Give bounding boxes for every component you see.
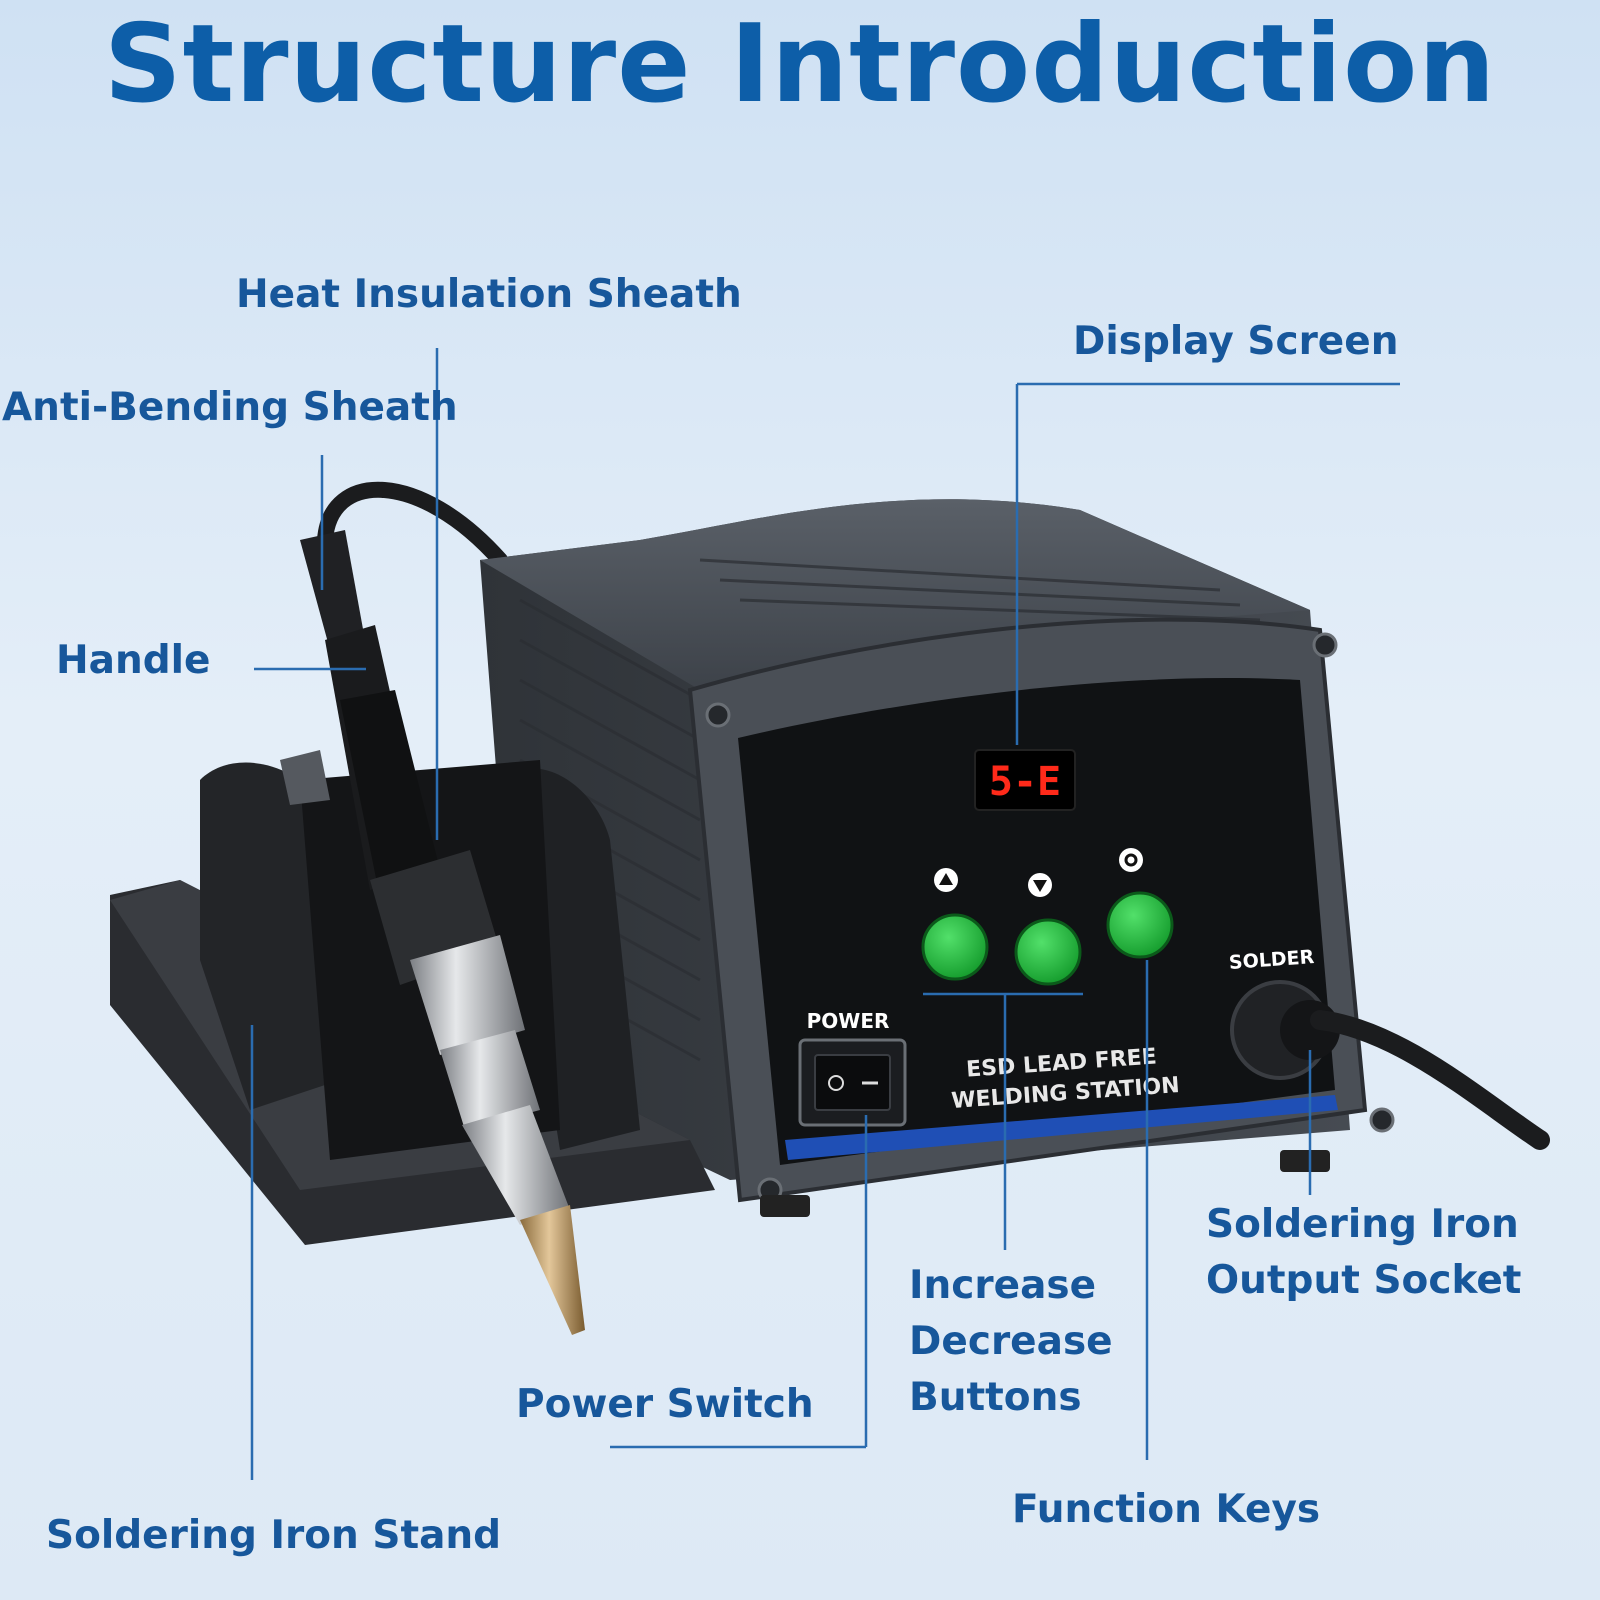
label-heat-insulation-sheath: Heat Insulation Sheath bbox=[236, 272, 742, 317]
label-soldering-iron-output-socket: Soldering Iron Output Socket bbox=[1206, 1202, 1522, 1303]
label-anti-bending-sheath: Anti-Bending Sheath bbox=[2, 385, 458, 430]
up-arrow-icon bbox=[934, 868, 958, 892]
label-display-screen: Display Screen bbox=[1073, 319, 1399, 364]
soldering-iron bbox=[300, 530, 585, 1335]
anti-bending-sheath bbox=[300, 530, 365, 650]
down-arrow-icon bbox=[1028, 873, 1052, 897]
leader-lines bbox=[250, 348, 1400, 1480]
decrease-button[interactable] bbox=[1014, 918, 1082, 986]
label-soldering-iron-stand: Soldering Iron Stand bbox=[46, 1513, 502, 1558]
page-title: Structure Introduction bbox=[103, 2, 1497, 127]
heat-insulation-sheath bbox=[410, 935, 525, 1055]
function-button[interactable] bbox=[1106, 891, 1174, 959]
screw bbox=[1312, 632, 1338, 658]
label-power-switch: Power Switch bbox=[516, 1382, 814, 1427]
screw bbox=[1369, 1107, 1395, 1133]
label-handle: Handle bbox=[56, 638, 211, 683]
socket-cable bbox=[1310, 1010, 1550, 1150]
screw bbox=[705, 702, 731, 728]
label-increase-decrease-buttons: Increase Decrease Buttons bbox=[909, 1263, 1113, 1420]
gear-icon bbox=[1119, 848, 1143, 872]
increase-button[interactable] bbox=[921, 913, 989, 981]
power-label: POWER bbox=[807, 1009, 890, 1033]
soldering-tip bbox=[520, 1205, 585, 1335]
iron-cable bbox=[317, 481, 508, 568]
display-readout: 5-E bbox=[989, 759, 1061, 805]
display-screen: 5-E bbox=[974, 749, 1076, 811]
label-function-keys: Function Keys bbox=[1012, 1487, 1321, 1532]
blue-accent-stripe bbox=[785, 1095, 1338, 1160]
power-switch[interactable]: POWER bbox=[798, 1009, 907, 1127]
